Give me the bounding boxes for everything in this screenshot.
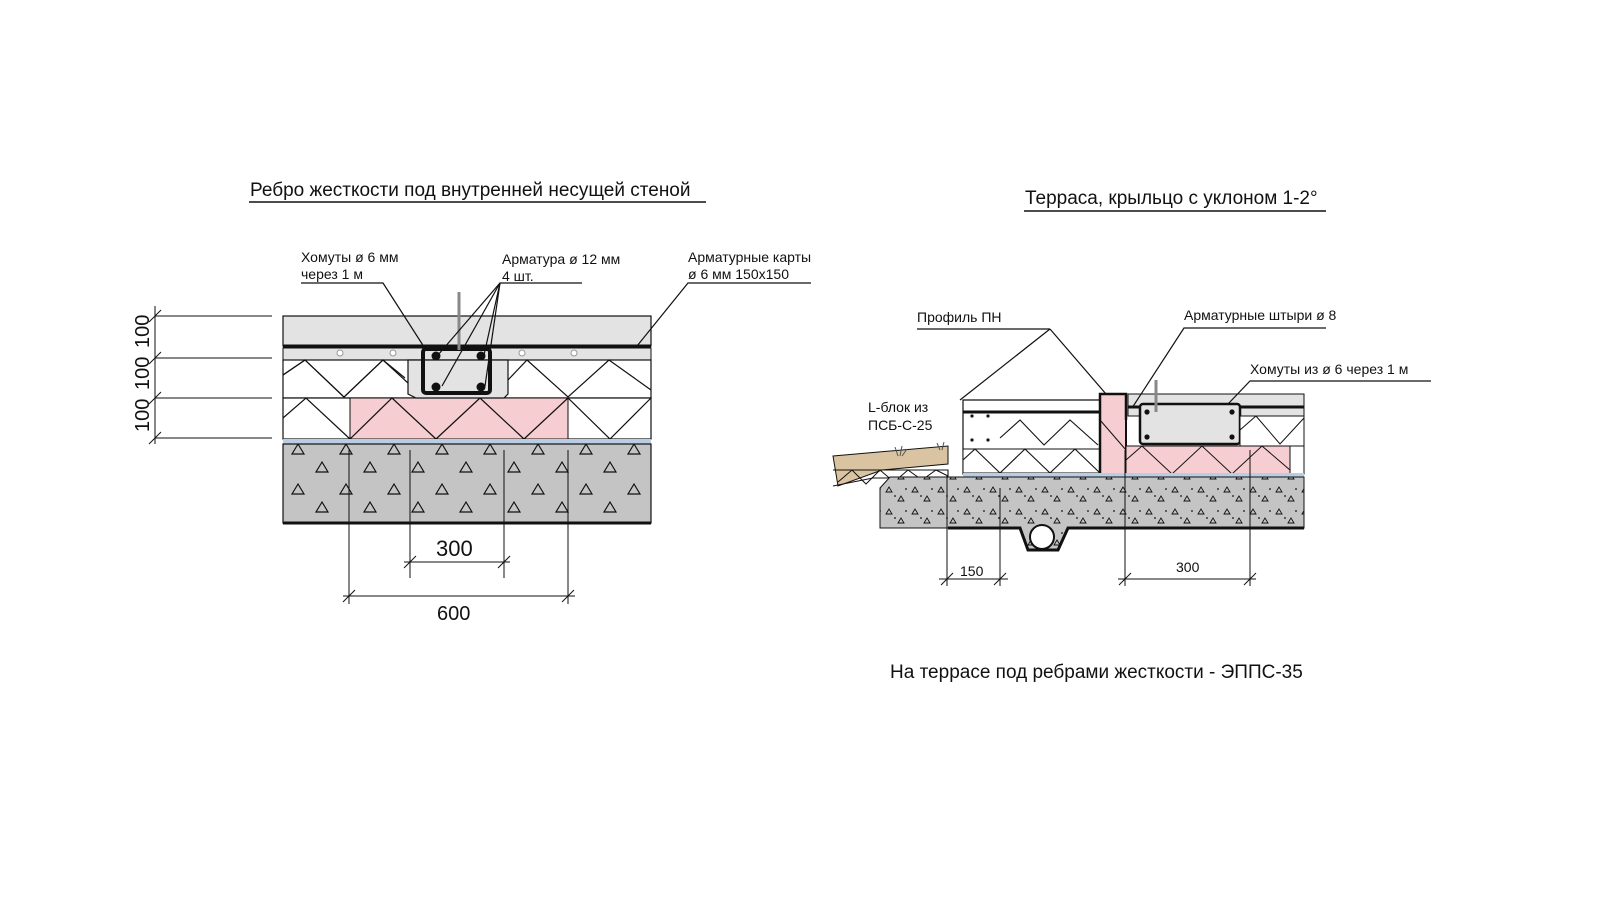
right-eps-end bbox=[1289, 445, 1305, 475]
left-rebar-bars bbox=[431, 351, 486, 392]
right-bottom-dims bbox=[939, 450, 1257, 586]
right-soil bbox=[832, 445, 949, 487]
left-eps-upper-zigzag-b bbox=[282, 359, 409, 398]
right-profile-pn bbox=[1099, 393, 1127, 475]
right-label-lblock-1: L-блок из bbox=[868, 399, 928, 415]
left-vertical-dims bbox=[148, 306, 272, 445]
right-label-lblock-2: ПСБ-С-25 bbox=[868, 417, 933, 433]
right-eps-upper bbox=[1239, 415, 1305, 447]
right-lblock-zigzag bbox=[999, 419, 1099, 446]
left-label-clamps-1: Хомуты ø 6 мм bbox=[301, 249, 398, 265]
right-xps-pink bbox=[1125, 445, 1291, 475]
left-dim-600: 600 bbox=[437, 603, 470, 625]
right-base-bottom bbox=[948, 526, 1304, 552]
left-detail: Ребро жесткости под внутренней несущей с… bbox=[132, 180, 811, 625]
left-label-rebar-1: Арматура ø 12 мм bbox=[502, 251, 620, 267]
right-profile-pn-diag bbox=[1099, 419, 1127, 451]
right-note: На террасе под ребрами жесткости - ЭППС-… bbox=[890, 662, 1303, 683]
left-label-clamps-2: через 1 м bbox=[301, 266, 363, 282]
right-label-dowels: Арматурные штыри ø 8 bbox=[1184, 307, 1337, 323]
left-dim-300: 300 bbox=[436, 536, 473, 561]
left-bottom-dims bbox=[342, 450, 575, 604]
left-xps-pink bbox=[349, 397, 569, 440]
right-grass bbox=[894, 441, 945, 457]
right-xps-zigzag bbox=[1125, 445, 1291, 475]
left-rib-stirrup bbox=[421, 347, 492, 395]
left-eps-lower-zigzag bbox=[282, 397, 652, 440]
left-eps-upper-zigzag-c bbox=[507, 359, 652, 398]
right-dim-300: 300 bbox=[1176, 559, 1200, 575]
right-lblock-dots bbox=[970, 414, 990, 442]
right-title: Терраса, крыльцо с уклоном 1-2° bbox=[1025, 188, 1318, 209]
right-leaders bbox=[917, 327, 1431, 409]
right-detail: Терраса, крыльцо с уклоном 1-2° bbox=[832, 188, 1431, 683]
left-label-mesh-2: ø 6 мм 150х150 bbox=[688, 266, 789, 282]
right-concrete-aggregate bbox=[880, 477, 1304, 550]
left-dim-mid: 100 bbox=[132, 357, 154, 390]
right-label-profile: Профиль ПН bbox=[917, 309, 1002, 325]
right-dim-150: 150 bbox=[960, 563, 984, 579]
right-membrane bbox=[963, 473, 1304, 477]
right-eps-upper-zigzag bbox=[1239, 415, 1305, 445]
left-dim-top: 100 bbox=[132, 315, 154, 348]
right-lblock-lower-eps bbox=[962, 448, 1106, 474]
left-label-rebar-2: 4 шт. bbox=[502, 268, 534, 284]
left-label-mesh-1: Арматурные карты bbox=[688, 249, 811, 265]
left-membrane bbox=[283, 439, 651, 444]
left-title: Ребро жесткости под внутренней несущей с… bbox=[250, 180, 691, 201]
left-concrete-aggregate bbox=[283, 444, 651, 523]
right-drain-pipe bbox=[1029, 524, 1055, 550]
right-label-clamps: Хомуты из ø 6 через 1 м bbox=[1250, 361, 1408, 377]
right-profile-pn-cap bbox=[1098, 392, 1128, 474]
left-leaders bbox=[301, 282, 811, 387]
left-mesh-dots bbox=[336, 349, 578, 357]
left-dim-bot: 100 bbox=[132, 399, 154, 432]
right-lower-eps-zigzag bbox=[962, 448, 1101, 474]
right-rib-bars bbox=[1144, 409, 1235, 440]
